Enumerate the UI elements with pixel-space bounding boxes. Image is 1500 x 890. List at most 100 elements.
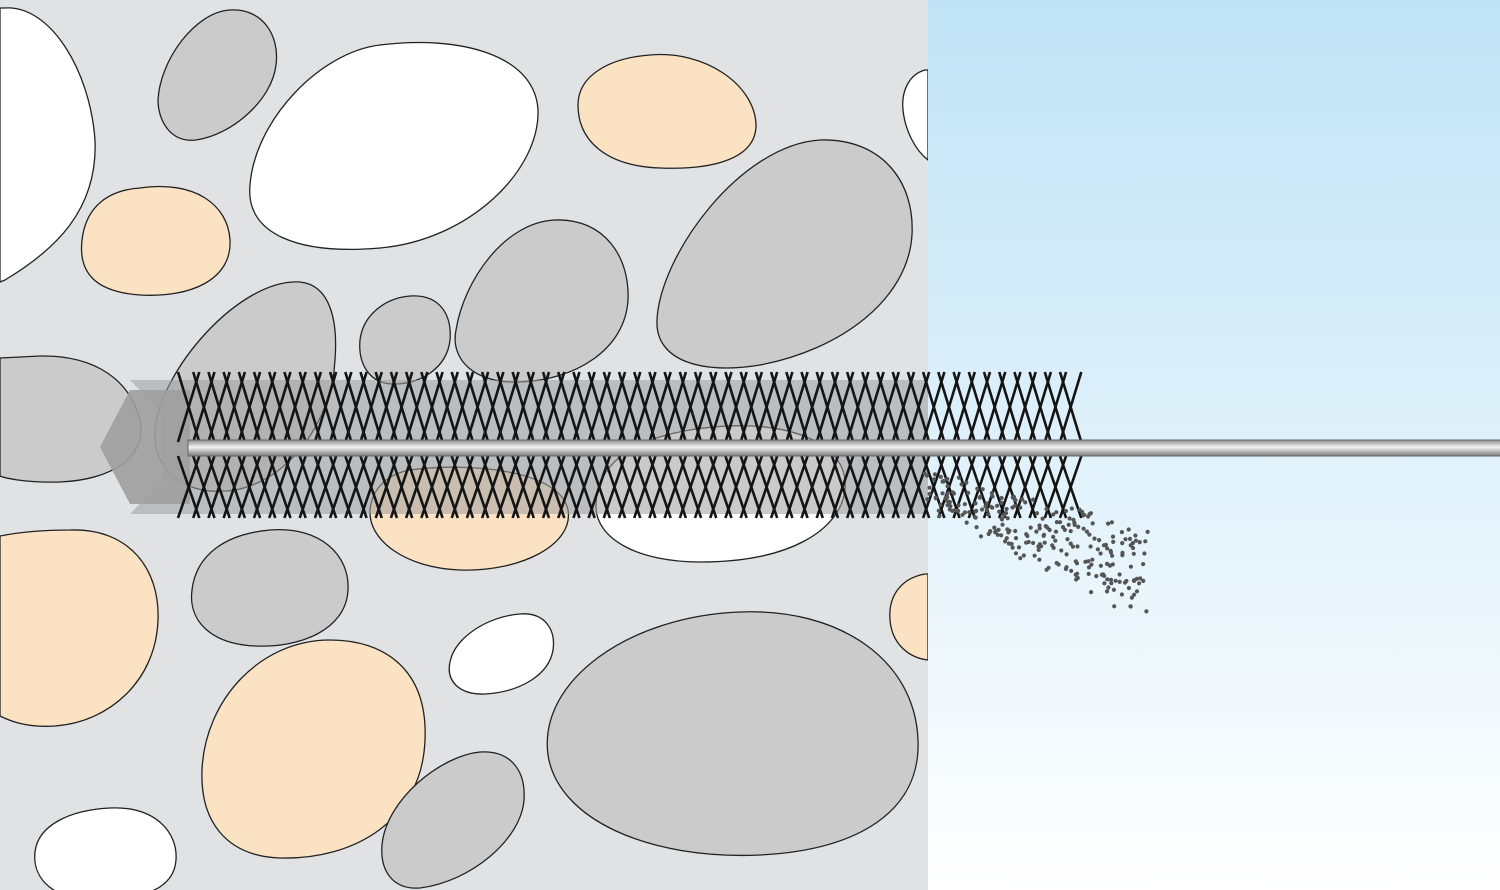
dust-particle (993, 530, 998, 535)
dust-particle (1063, 566, 1068, 572)
dust-particle (960, 512, 965, 517)
dust-particle (997, 509, 1002, 514)
dust-particle (983, 504, 988, 509)
dust-particle (945, 491, 950, 496)
dust-particle (1058, 520, 1063, 525)
dust-particle (1072, 520, 1077, 525)
dust-particle (1053, 538, 1058, 543)
dust-particle (1131, 578, 1136, 583)
dust-particle (1092, 536, 1097, 541)
dust-particle (1075, 575, 1080, 581)
stone-gray-3 (656, 139, 913, 369)
dust-particle (1145, 529, 1150, 535)
dust-particle (1081, 526, 1086, 531)
dust-particle (945, 484, 950, 489)
dust-particle (972, 514, 977, 520)
dust-particle (945, 476, 950, 482)
dust-particle (975, 486, 980, 491)
dust-particle (1142, 551, 1147, 556)
dust-particle (1016, 545, 1022, 550)
dust-particle (1119, 592, 1124, 597)
dust-particle (1012, 494, 1017, 500)
dust-particle (1131, 551, 1136, 556)
dust-particle (1120, 541, 1125, 546)
dust-particle (1094, 574, 1099, 579)
brush-bristles-bottom (176, 455, 1083, 519)
dust-particle (1040, 516, 1045, 521)
dust-particle (1068, 529, 1073, 534)
stone-gray-7 (190, 529, 349, 647)
dust-particle (980, 507, 985, 512)
dust-particle (1098, 563, 1103, 568)
dust-particle (1041, 533, 1046, 539)
dust-particle (1076, 524, 1081, 530)
dust-particle (1104, 589, 1110, 594)
stone-white-6 (34, 807, 177, 890)
dust-particle (1031, 540, 1036, 546)
dust-particle (1133, 533, 1138, 538)
dust-particle (1126, 585, 1131, 591)
dust-particle (1127, 536, 1133, 542)
dust-particle (936, 508, 941, 513)
dust-particle (999, 533, 1004, 538)
dust-particle (1075, 544, 1080, 549)
dust-particle (1018, 556, 1023, 561)
dust-particle (992, 525, 997, 530)
dust-particle (1018, 505, 1023, 510)
dust-particle (1046, 565, 1051, 570)
dust-particle (1000, 522, 1005, 527)
dust-particle (1143, 539, 1148, 544)
brush-bristles-top (176, 371, 1083, 443)
dust-particle (1108, 548, 1113, 553)
dust-particle (1137, 540, 1142, 545)
dust-particle (956, 475, 962, 480)
dust-particle (1086, 565, 1092, 570)
dust-particle (1051, 545, 1056, 551)
dust-particle (995, 532, 1000, 537)
dust-particle (1111, 587, 1116, 592)
dust-particle (1042, 540, 1047, 545)
dust-particle (973, 501, 978, 506)
dust-particle (1112, 604, 1117, 609)
dust-particle (1023, 500, 1028, 505)
dust-particle (999, 495, 1004, 501)
dust-particle (927, 491, 932, 496)
dust-particle (941, 478, 946, 484)
dust-particle (1090, 557, 1095, 562)
stone-white-3 (902, 69, 928, 161)
dust-particle (1025, 533, 1030, 539)
dust-particle (1051, 534, 1056, 540)
dust-particle (940, 491, 945, 496)
dust-particle (974, 525, 979, 530)
dust-particle (938, 502, 943, 507)
dust-particle (988, 529, 993, 534)
dust-particle (1128, 543, 1133, 548)
dust-particle (1013, 551, 1019, 556)
dust-particle (1089, 590, 1094, 595)
dust-particle (1117, 579, 1122, 585)
dust-particle (1110, 553, 1115, 558)
dust-particle (1109, 520, 1114, 525)
dust-particle (1134, 589, 1140, 594)
dust-particle (956, 509, 961, 514)
dust-particle (1028, 525, 1033, 530)
dust-particle (1095, 547, 1100, 552)
dust-particle (1073, 572, 1078, 577)
dust-particle (1010, 545, 1015, 550)
dust-particle (1020, 497, 1025, 502)
dust-particle (1141, 562, 1146, 567)
dust-particle (1106, 521, 1111, 526)
dust-particle (990, 494, 995, 499)
dust-particle (1133, 538, 1138, 543)
drilling-dust-particles (922, 471, 1150, 614)
dust-particle (943, 495, 949, 500)
bristle (1058, 455, 1083, 519)
dust-particle (927, 485, 932, 490)
dust-particle (1098, 551, 1103, 556)
dust-particle (1037, 557, 1042, 562)
dust-particle (1110, 534, 1116, 539)
stone-tan-5 (889, 573, 928, 661)
dust-particle (974, 508, 979, 513)
dust-particle (948, 504, 953, 509)
stone-gray-8 (546, 611, 919, 857)
